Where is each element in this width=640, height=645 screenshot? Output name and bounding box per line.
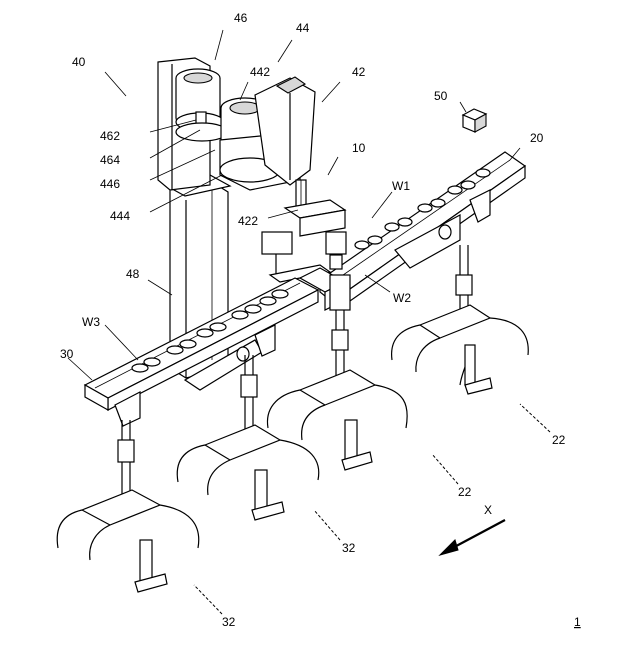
label-w3: W3 [82, 315, 100, 329]
label-48: 48 [126, 267, 140, 281]
label-42: 42 [352, 65, 366, 79]
label-50: 50 [434, 89, 448, 103]
label-442: 442 [250, 65, 270, 79]
label-figure-1: 1 [574, 615, 581, 629]
label-462: 462 [100, 129, 120, 143]
robot-base-housing [158, 58, 228, 190]
gripper-10 [262, 200, 346, 282]
label-w2: W2 [393, 291, 411, 305]
label-32-middle: 32 [342, 541, 356, 555]
product-cube-50 [463, 109, 486, 132]
label-464: 464 [100, 153, 120, 167]
label-46: 46 [234, 11, 248, 25]
label-444: 444 [110, 209, 130, 223]
label-422: 422 [238, 214, 258, 228]
label-22-middle: 22 [458, 485, 472, 499]
label-446: 446 [100, 177, 120, 191]
label-20: 20 [530, 131, 544, 145]
label-40: 40 [72, 55, 86, 69]
stand-32-front [57, 420, 199, 592]
robot-arm [220, 77, 315, 210]
label-10: 10 [352, 141, 366, 155]
label-22-right: 22 [552, 433, 566, 447]
label-w1: W1 [392, 179, 410, 193]
label-44: 44 [296, 21, 310, 35]
label-32-front: 32 [222, 615, 236, 629]
direction-arrow-x [440, 520, 505, 555]
label-x: X [484, 503, 492, 517]
conveyor-20 [320, 152, 525, 308]
label-30: 30 [60, 347, 74, 361]
